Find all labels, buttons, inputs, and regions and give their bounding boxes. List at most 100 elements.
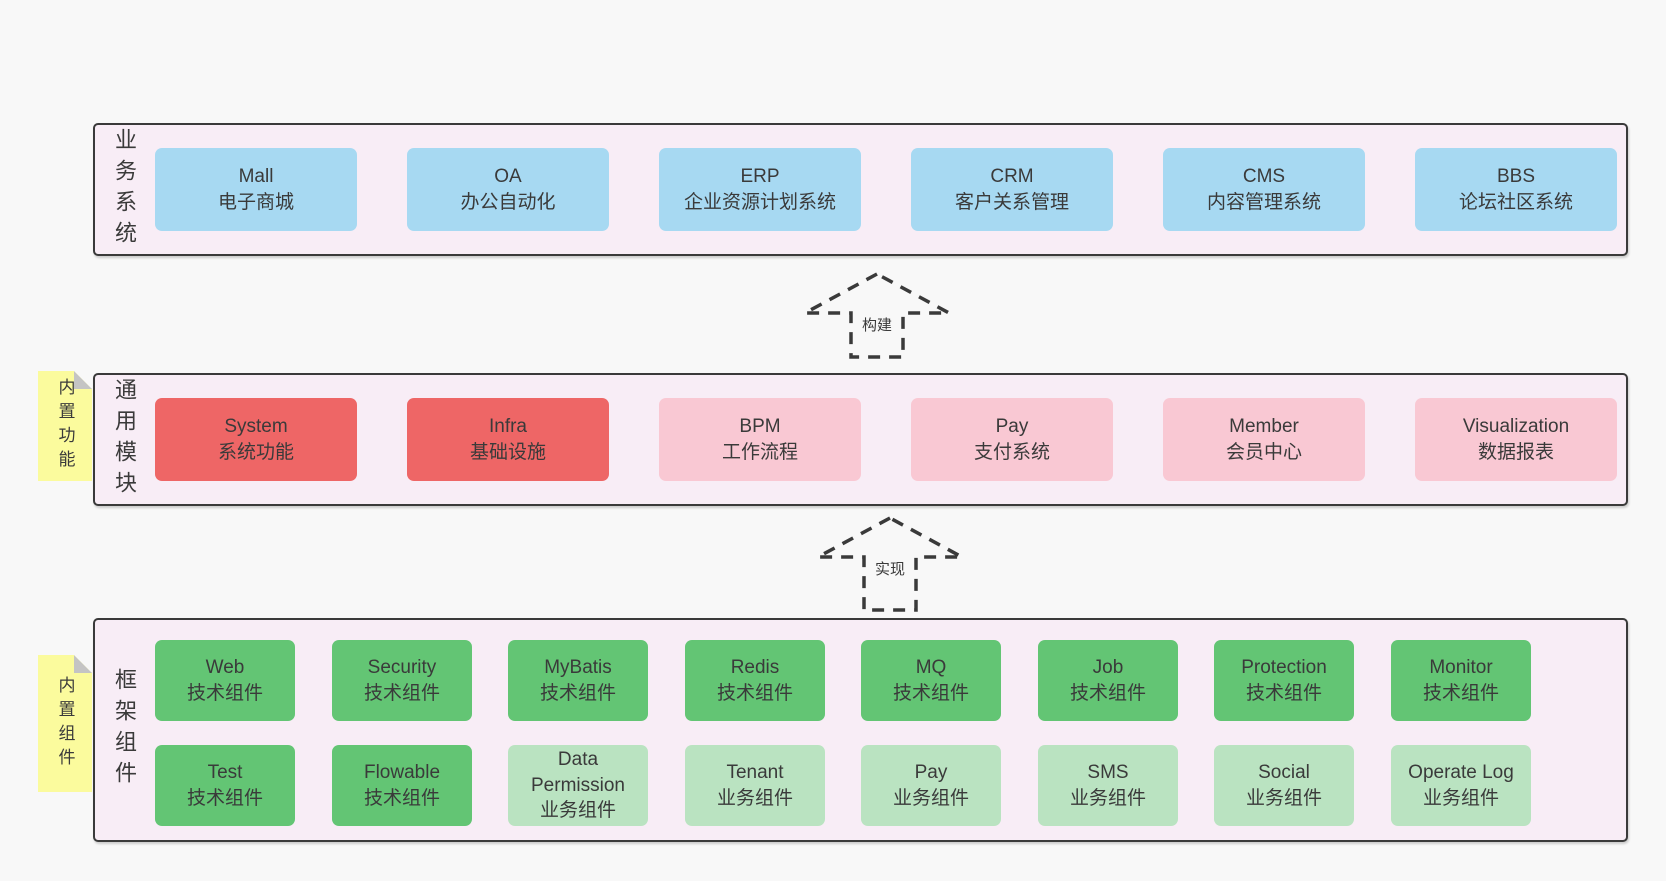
note-built-in-components: 内置组件 [38,655,92,792]
box-web: Web 技术组件 [155,640,295,721]
up-block-arrow-icon [817,516,963,612]
box-job: Job 技术组件 [1038,640,1178,721]
box-test: Test 技术组件 [155,745,295,826]
box-subtitle: 业务组件 [892,787,969,809]
box-system: System 系统功能 [155,398,357,481]
box-subtitle: 技术组件 [892,682,969,704]
box-title: Member [1229,415,1299,437]
box-title: Web [205,656,245,678]
layer-label-business-systems: 业务系统 [112,127,137,252]
box-pay: Pay 支付系统 [911,398,1113,481]
box-subtitle: 客户关系管理 [954,191,1069,213]
layer-label-common-modules: 通用模块 [112,377,137,502]
box-subtitle: 电子商城 [217,191,294,213]
box-title: OA [494,165,522,187]
box-operate-log: Operate Log 业务组件 [1391,745,1531,826]
folded-corner-icon [74,655,92,673]
box-subtitle: 技术组件 [186,682,263,704]
box-title: Test [207,761,243,783]
box-mall: Mall 电子商城 [155,148,357,231]
box-subtitle: 技术组件 [186,787,263,809]
box-title: CRM [990,165,1034,187]
box-title: Pay [995,415,1029,437]
arrow-build-label: 构建 [858,313,896,336]
box-subtitle: 工作流程 [721,441,798,463]
box-bpm: BPM 工作流程 [659,398,861,481]
note-built-in-functions: 内置功能 [38,371,92,481]
box-mq: MQ 技术组件 [861,640,1001,721]
box-subtitle: 技术组件 [1422,682,1499,704]
box-title: Pay [914,761,948,783]
box-subtitle: 支付系统 [973,441,1050,463]
box-subtitle: 业务组件 [716,787,793,809]
box-sms: SMS 业务组件 [1038,745,1178,826]
box-title: Flowable [363,761,441,783]
box-title: Social [1258,761,1310,783]
box-infra: Infra 基础设施 [407,398,609,481]
box-title: BBS [1496,165,1536,187]
arrow-build: 构建 [800,269,954,362]
box-subtitle: 技术组件 [539,682,616,704]
box-title: Operate Log [1408,761,1514,783]
box-subtitle: 系统功能 [217,441,294,463]
layer-common-modules: 通用模块 System 系统功能 Infra 基础设施 BPM 工作流程 Pay… [93,373,1628,506]
box-title: System [224,415,288,437]
box-oa: OA 办公自动化 [407,148,609,231]
box-security: Security 技术组件 [332,640,472,721]
box-title: Monitor [1429,656,1493,678]
box-subtitle: 会员中心 [1225,441,1302,463]
layer-label-framework-components: 框架组件 [112,668,137,792]
box-subtitle: 技术组件 [1245,682,1322,704]
arrow-implement: 实现 [813,513,967,615]
box-subtitle: 业务组件 [539,800,616,822]
box-title: SMS [1087,761,1129,783]
box-subtitle: 基础设施 [469,441,546,463]
layer-framework-components: 框架组件 Web 技术组件 Security 技术组件 MyBatis 技术组件… [93,618,1628,842]
box-subtitle: 技术组件 [716,682,793,704]
box-title: BPM [739,415,781,437]
box-data-permission: Data Permission 业务组件 [508,745,648,826]
up-block-arrow-icon [804,272,950,359]
box-title: Data Permission [531,749,625,796]
box-cms: CMS 内容管理系统 [1163,148,1365,231]
box-redis: Redis 技术组件 [685,640,825,721]
box-subtitle: 技术组件 [1069,682,1146,704]
box-subtitle: 业务组件 [1069,787,1146,809]
box-title: Infra [488,415,528,437]
box-protection: Protection 技术组件 [1214,640,1354,721]
box-member: Member 会员中心 [1163,398,1365,481]
box-title: Redis [730,656,780,678]
box-title: Mall [238,165,274,187]
box-subtitle: 数据报表 [1477,441,1554,463]
box-subtitle: 企业资源计划系统 [683,191,836,213]
box-pay-business: Pay 业务组件 [861,745,1001,826]
layer-business-systems: 业务系统 Mall 电子商城 OA 办公自动化 ERP 企业资源计划系统 CRM… [93,123,1628,256]
box-flowable: Flowable 技术组件 [332,745,472,826]
box-subtitle: 技术组件 [363,787,440,809]
note-label: 内置组件 [55,675,75,772]
box-visualization: Visualization 数据报表 [1415,398,1617,481]
box-title: MyBatis [544,656,612,678]
box-subtitle: 办公自动化 [460,191,556,213]
box-title: Visualization [1462,415,1570,437]
box-mybatis: MyBatis 技术组件 [508,640,648,721]
box-subtitle: 论坛社区系统 [1458,191,1573,213]
box-crm: CRM 客户关系管理 [911,148,1113,231]
box-monitor: Monitor 技术组件 [1391,640,1531,721]
box-title: CMS [1242,165,1286,187]
box-erp: ERP 企业资源计划系统 [659,148,861,231]
box-title: ERP [740,165,780,187]
box-bbs: BBS 论坛社区系统 [1415,148,1617,231]
box-title: Protection [1241,656,1327,678]
arrow-implement-label: 实现 [871,557,909,580]
box-tenant: Tenant 业务组件 [685,745,825,826]
note-label: 内置功能 [55,378,75,474]
box-title: MQ [915,656,947,678]
box-title: Job [1092,656,1124,678]
box-subtitle: 业务组件 [1245,787,1322,809]
box-subtitle: 业务组件 [1422,787,1499,809]
box-subtitle: 技术组件 [363,682,440,704]
box-title: Security [367,656,437,678]
box-subtitle: 内容管理系统 [1206,191,1321,213]
